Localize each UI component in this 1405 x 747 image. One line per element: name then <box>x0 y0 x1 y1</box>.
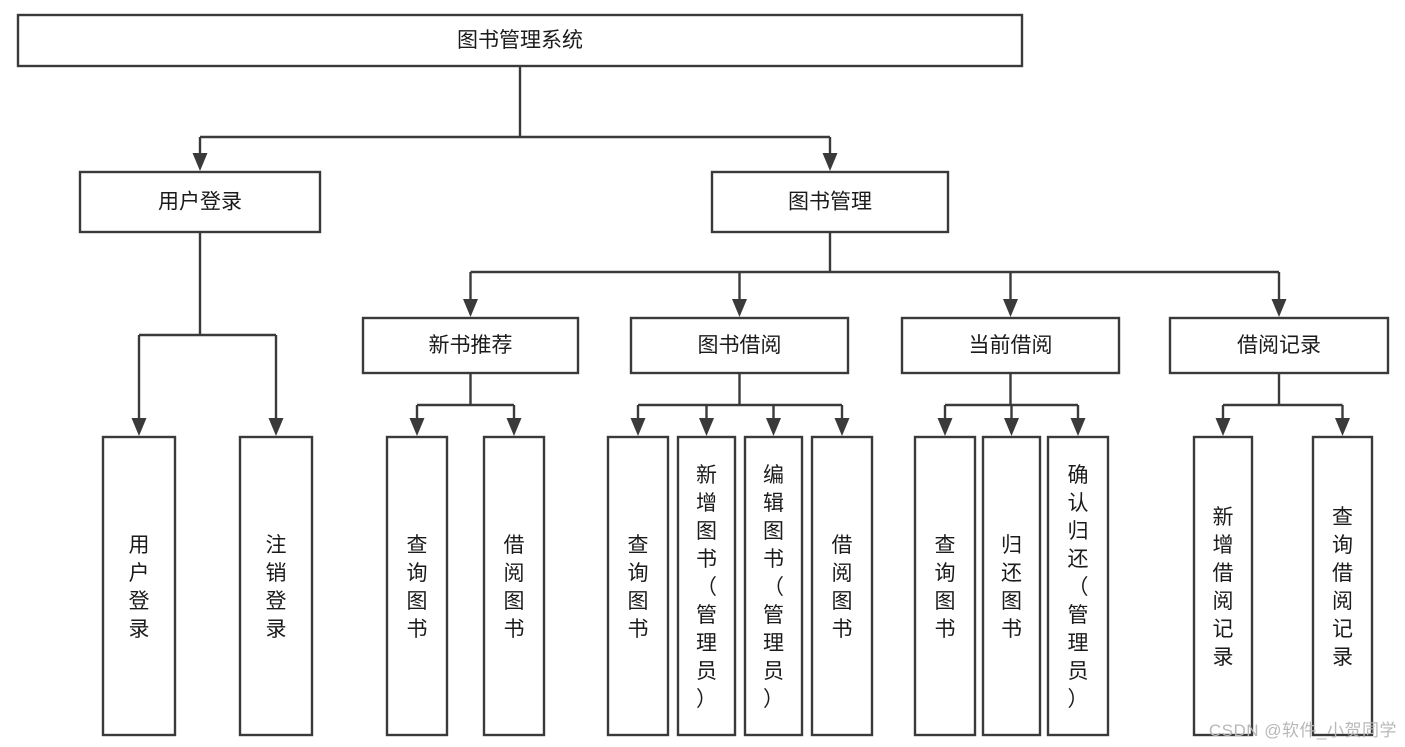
arrow-head-icon <box>463 299 478 317</box>
node-label: 当前借阅 <box>969 334 1053 357</box>
node-box[interactable] <box>1311 435 1374 737</box>
node-box[interactable] <box>981 435 1042 737</box>
node-leaf-confirm-return[interactable]: 确认归还（管理员） <box>1046 435 1110 737</box>
node-box[interactable] <box>361 316 580 375</box>
arrow-head-icon <box>937 418 953 436</box>
arrow-head-icon <box>192 153 208 171</box>
arrow-head-icon <box>630 418 646 436</box>
arrow-head-icon <box>1215 418 1231 436</box>
node-leaf-return-book[interactable]: 归还图书 <box>981 435 1042 737</box>
arrow-head-icon <box>1004 418 1019 436</box>
node-box[interactable] <box>913 435 977 737</box>
node-label: 归还图书 <box>1001 534 1022 641</box>
node-box[interactable] <box>101 435 177 737</box>
node-label: 借阅图书 <box>832 534 853 641</box>
node-label: 用户登录 <box>158 191 242 214</box>
node-label: 图书管理系统 <box>457 29 583 52</box>
node-box[interactable] <box>743 435 804 737</box>
node-leaf-query-book-2[interactable]: 查询图书 <box>606 435 670 737</box>
node-user-login[interactable]: 用户登录 <box>78 170 322 234</box>
node-label: 查询借阅记录 <box>1332 506 1353 669</box>
node-box[interactable] <box>1168 316 1390 375</box>
node-box[interactable] <box>676 435 737 737</box>
node-label: 编辑图书（管理员） <box>763 464 784 711</box>
node-new-book-rec[interactable]: 新书推荐 <box>361 316 580 375</box>
connector-layer <box>131 66 1350 436</box>
arrow-head-icon <box>1070 418 1086 436</box>
node-label: 图书管理 <box>788 191 872 214</box>
arrow-head-icon <box>822 153 838 171</box>
node-label: 新增借阅记录 <box>1213 506 1234 669</box>
node-leaf-query-book-3[interactable]: 查询图书 <box>913 435 977 737</box>
node-leaf-add-book[interactable]: 新增图书（管理员） <box>676 435 737 737</box>
node-label: 借阅记录 <box>1237 334 1321 357</box>
arrow-head-icon <box>699 418 714 436</box>
arrow-head-icon <box>409 418 425 436</box>
node-box[interactable] <box>16 13 1024 68</box>
node-leaf-user-login[interactable]: 用户登录 <box>101 435 177 737</box>
node-box[interactable] <box>710 170 950 234</box>
node-leaf-borrow-book-1[interactable]: 借阅图书 <box>482 435 546 737</box>
node-box[interactable] <box>385 435 449 737</box>
node-book-borrow[interactable]: 图书借阅 <box>629 316 850 375</box>
node-leaf-user-logout[interactable]: 注销登录 <box>238 435 314 737</box>
node-leaf-query-book-1[interactable]: 查询图书 <box>385 435 449 737</box>
arrow-head-icon <box>1271 299 1287 317</box>
arrow-head-icon <box>766 418 781 436</box>
node-current-borrow[interactable]: 当前借阅 <box>900 316 1121 375</box>
node-root[interactable]: 图书管理系统 <box>16 13 1024 68</box>
node-leaf-add-record[interactable]: 新增借阅记录 <box>1192 435 1254 737</box>
node-leaf-edit-book[interactable]: 编辑图书（管理员） <box>743 435 804 737</box>
node-box[interactable] <box>629 316 850 375</box>
node-label: 确认归还（管理员） <box>1068 464 1089 711</box>
node-book-manage[interactable]: 图书管理 <box>710 170 950 234</box>
node-layer: 图书管理系统用户登录图书管理新书推荐图书借阅当前借阅借阅记录用户登录注销登录查询… <box>16 13 1390 737</box>
node-box[interactable] <box>606 435 670 737</box>
node-borrow-record[interactable]: 借阅记录 <box>1168 316 1390 375</box>
arrow-head-icon <box>1003 299 1018 317</box>
node-label: 查询图书 <box>935 534 956 641</box>
arrow-head-icon <box>268 418 284 436</box>
arrow-head-icon <box>732 299 747 317</box>
arrow-head-icon <box>834 418 850 436</box>
node-leaf-query-record[interactable]: 查询借阅记录 <box>1311 435 1374 737</box>
arrow-head-icon <box>131 418 147 436</box>
node-label: 新书推荐 <box>429 334 513 357</box>
node-box[interactable] <box>1192 435 1254 737</box>
node-box[interactable] <box>238 435 314 737</box>
node-box[interactable] <box>78 170 322 234</box>
node-leaf-borrow-book-2[interactable]: 借阅图书 <box>810 435 874 737</box>
node-label: 新增图书（管理员） <box>696 464 717 711</box>
node-label: 用户登录 <box>129 534 150 641</box>
node-label: 注销登录 <box>266 534 287 641</box>
arrow-head-icon <box>1335 418 1350 436</box>
watermark-label: CSDN @软件_小贺同学 <box>1208 721 1397 740</box>
node-box[interactable] <box>1046 435 1110 737</box>
node-box[interactable] <box>482 435 546 737</box>
node-box[interactable] <box>810 435 874 737</box>
node-label: 查询图书 <box>407 534 428 641</box>
node-label: 查询图书 <box>628 534 649 641</box>
node-label: 借阅图书 <box>504 534 525 641</box>
node-label: 图书借阅 <box>698 334 782 357</box>
node-box[interactable] <box>900 316 1121 375</box>
arrow-head-icon <box>506 418 522 436</box>
